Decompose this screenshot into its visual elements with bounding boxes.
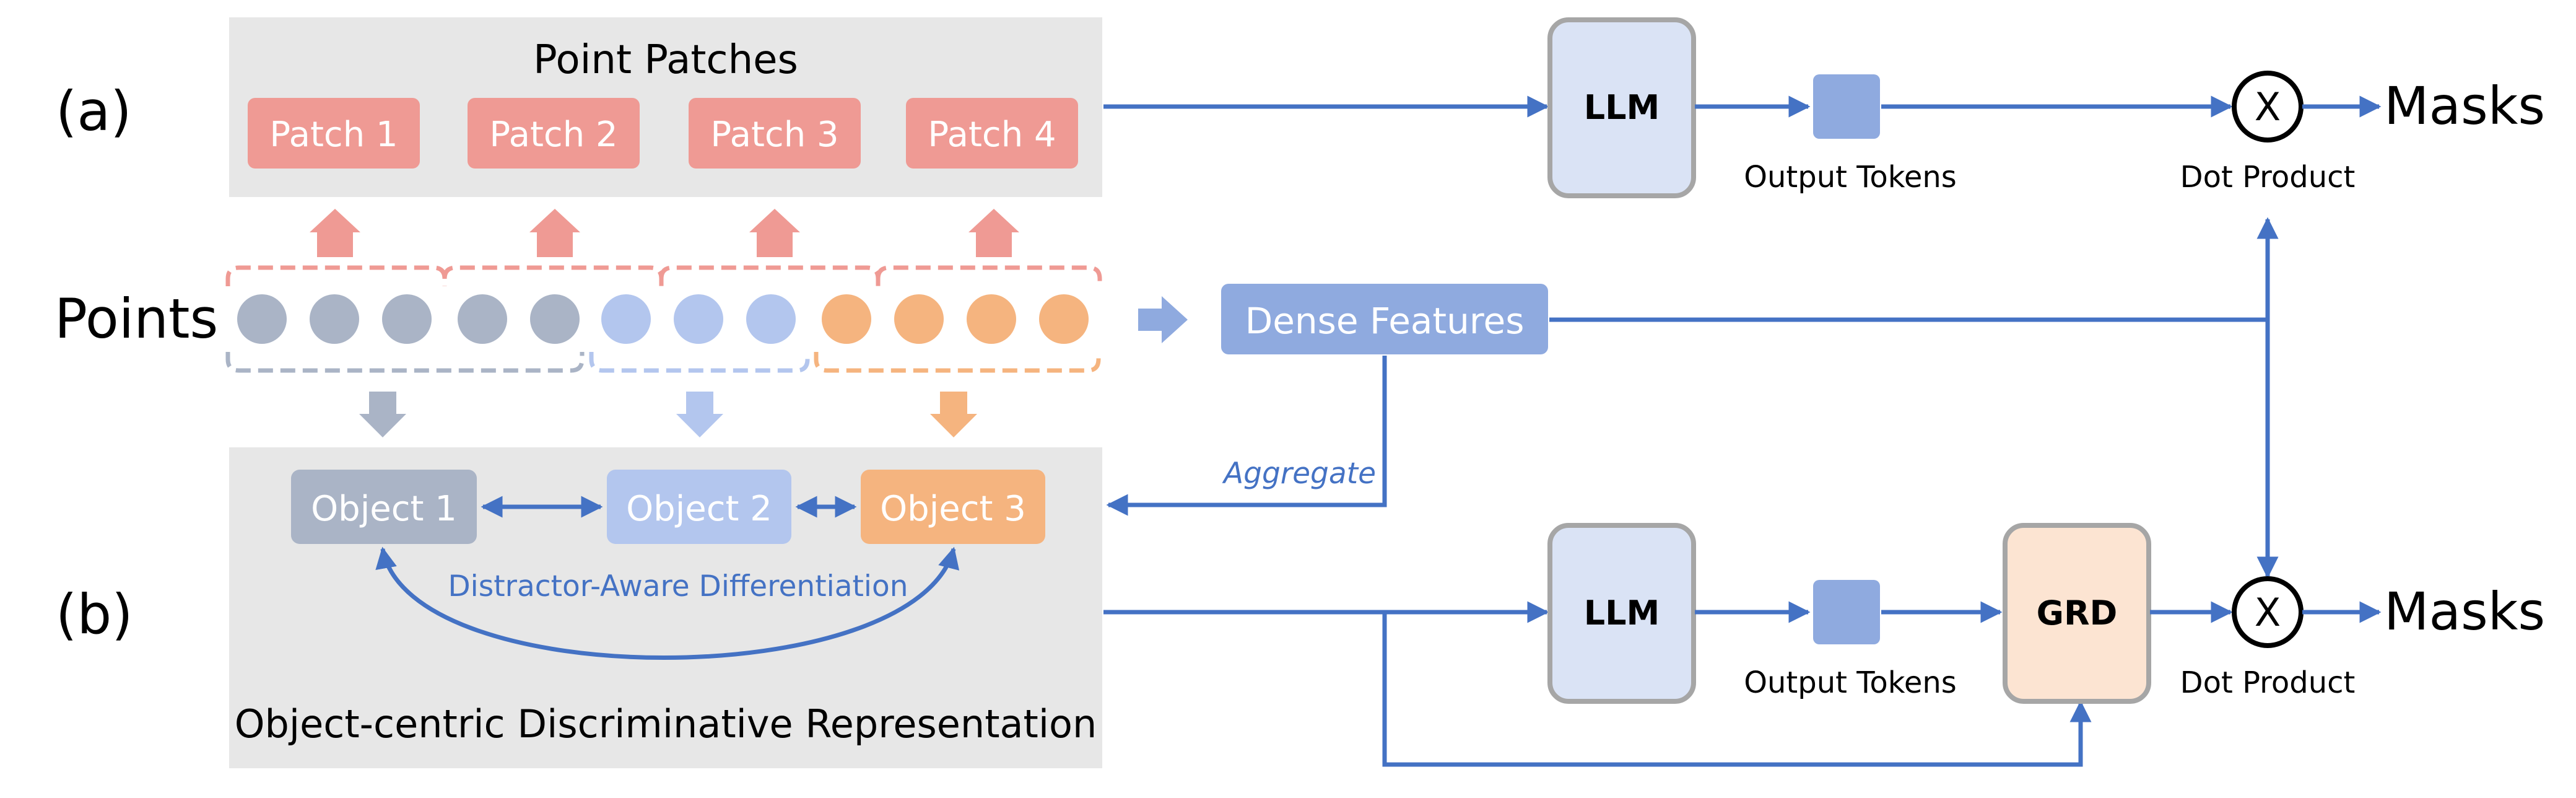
grd-box: GRD xyxy=(2003,523,2151,704)
llm-box-a: LLM xyxy=(1547,17,1696,198)
points-label: Points xyxy=(54,287,218,351)
point-light-blue xyxy=(601,294,651,344)
patch-3: Patch 3 xyxy=(689,98,861,169)
aggregate-arrow xyxy=(1106,356,1387,516)
object-down-arrow xyxy=(930,392,977,437)
patch-bracket-top xyxy=(442,265,664,286)
object-bracket-orange xyxy=(814,352,1101,373)
patch-4-label: Patch 4 xyxy=(928,115,1056,155)
patch-2-label: Patch 2 xyxy=(489,115,617,155)
masks-label-b: Masks xyxy=(2384,581,2545,642)
row-label-a: (a) xyxy=(56,79,132,143)
dense-features-box: Dense Features xyxy=(1221,284,1548,354)
dense-features-label: Dense Features xyxy=(1245,300,1525,342)
output-token-a xyxy=(1813,74,1880,139)
patch-up-arrow xyxy=(529,209,580,257)
dot-product-label-b: Dot Product xyxy=(2180,665,2356,700)
patch-2: Patch 2 xyxy=(468,98,640,169)
objects-panel-title: Object-centric Discriminative Representa… xyxy=(235,701,1097,747)
object-bracket-light-blue xyxy=(589,352,810,373)
point-patches-title: Point Patches xyxy=(533,37,798,83)
object-2-label: Object 2 xyxy=(626,489,772,529)
grd-label: GRD xyxy=(2037,594,2118,633)
point-orange xyxy=(894,294,944,344)
differentiation-curve xyxy=(375,546,960,660)
object-3-label: Object 3 xyxy=(880,489,1026,529)
object-3: Object 3 xyxy=(861,470,1045,544)
patch-1: Patch 1 xyxy=(248,98,420,169)
points-row xyxy=(237,294,1089,344)
objects-to-grd-arrow xyxy=(1382,612,2092,767)
output-tokens-label-b: Output Tokens xyxy=(1744,665,1957,700)
patch-bracket-top xyxy=(225,265,447,286)
object-1-label: Object 1 xyxy=(311,489,457,529)
dot-product-label-a: Dot Product xyxy=(2180,160,2356,195)
output-token-b xyxy=(1813,580,1880,644)
patch-bracket-top xyxy=(876,265,1102,286)
dot-product-a: X xyxy=(2232,71,2304,142)
point-orange xyxy=(1039,294,1089,344)
point-light-blue xyxy=(746,294,796,344)
point-gray xyxy=(237,294,287,344)
dot-product-b: X xyxy=(2232,576,2304,648)
output-tokens-label-a: Output Tokens xyxy=(1744,160,1957,195)
row-label-b: (b) xyxy=(56,582,133,646)
patch-bracket-top xyxy=(659,265,881,286)
patch-up-arrow xyxy=(968,209,1019,257)
object-1: Object 1 xyxy=(291,470,477,544)
object-bracket-gray xyxy=(225,352,585,373)
point-light-blue xyxy=(674,294,723,344)
patch-up-arrow xyxy=(749,209,800,257)
point-gray xyxy=(310,294,359,344)
llm-label-b: LLM xyxy=(1584,594,1660,633)
object-down-arrow xyxy=(359,392,406,437)
point-gray xyxy=(382,294,432,344)
patch-1-label: Patch 1 xyxy=(269,115,398,155)
llm-label-a: LLM xyxy=(1584,88,1660,127)
patch-4: Patch 4 xyxy=(906,98,1078,169)
object-down-arrow xyxy=(676,392,723,437)
aggregate-label: Aggregate xyxy=(1222,457,1376,491)
dense-block-arrow xyxy=(1138,296,1188,343)
masks-label-a: Masks xyxy=(2384,76,2545,136)
point-gray xyxy=(458,294,507,344)
dot-symbol-a: X xyxy=(2255,84,2281,129)
point-orange xyxy=(967,294,1016,344)
differentiation-label: Distractor-Aware Differentiation xyxy=(448,569,908,603)
object-2: Object 2 xyxy=(607,470,791,544)
dot-symbol-b: X xyxy=(2255,590,2281,635)
llm-box-b: LLM xyxy=(1547,523,1696,704)
point-orange xyxy=(822,294,871,344)
point-gray xyxy=(530,294,580,344)
patch-up-arrow xyxy=(310,209,360,257)
patch-3-label: Patch 3 xyxy=(710,115,838,155)
